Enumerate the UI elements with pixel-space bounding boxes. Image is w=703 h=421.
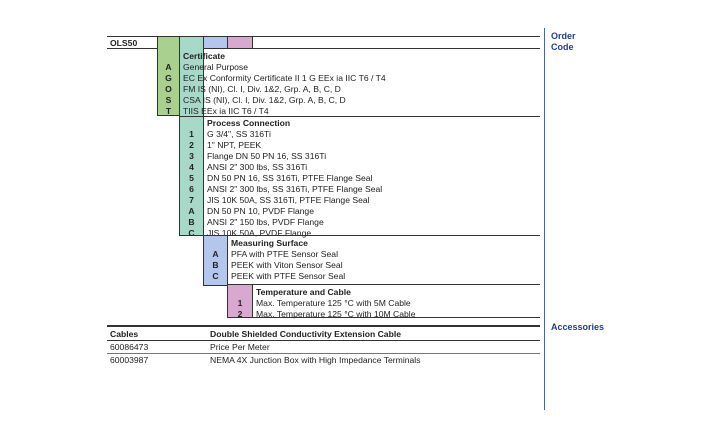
option-text: DN 50 PN 16, SS 316Ti, PTFE Flange Seal [207,173,373,183]
option-code: 2 [189,140,194,150]
divider [227,317,540,318]
option-code: 1 [237,298,243,308]
option-code: B [188,217,195,227]
section-title: Certificate [183,51,226,61]
accessory-code: 60086473 [110,342,149,352]
option-text: PEEK with PTFE Sensor Seal [231,271,346,281]
option-code: 4 [189,162,194,172]
option-text: FM IS (NI), Cl. I, Div. 1&2, Grp. A, B, … [183,84,341,94]
divider [107,36,540,37]
option-code: 6 [189,184,194,194]
option-code: A [188,206,195,216]
accessory-desc: Price Per Meter [210,342,270,352]
option-code: C [188,228,195,238]
option-code: G [165,73,172,83]
option-text: PEEK with Viton Sensor Seal [231,260,343,270]
option-code: C [212,271,219,281]
certificate-codes: A G O S T [157,62,180,117]
accessories-header-code: Cables [110,329,139,339]
option-text: 1" NPT, PEEK [207,140,262,150]
option-text: Max. Temperature 125 °C with 5M Cable [256,298,411,308]
surface-column-head [203,36,228,49]
option-code: A [165,62,172,72]
option-text: ANSI 2" 150 lbs, PVDF Flange [207,217,324,227]
divider [107,325,540,327]
option-text: Flange DN 50 PN 16, SS 316Ti [207,151,327,161]
option-code: 1 [189,129,194,139]
temperature-section: Temperature and Cable Max. Temperature 1… [256,287,415,320]
section-title: Temperature and Cable [256,287,351,297]
option-code: O [165,84,172,94]
surface-codes: A B C [203,249,228,282]
option-code: 2 [237,309,243,319]
process-column [179,36,204,236]
process-codes: 1 2 3 4 5 6 7 A B C [179,129,204,239]
divider [179,116,540,117]
accessories-label: Accessories [551,322,605,332]
option-text: EC Ex Conformity Certificate II 1 G EEx … [183,73,386,83]
option-text: CSA IS (NI), Cl. I, Div. 1&2, Grp. A, B,… [183,95,346,105]
divider [203,235,540,236]
side-divider [544,28,545,410]
option-text: JIS 10K 50A, SS 316Ti, PTFE Flange Seal [207,195,370,205]
temperature-codes: 1 2 [227,298,253,320]
option-code: 7 [189,195,194,205]
accessory-code: 60003987 [110,355,149,365]
divider [107,353,540,354]
section-title: Measuring Surface [231,238,308,248]
divider [227,284,540,285]
model-code: OLS50 [110,38,138,48]
option-code: 3 [189,151,194,161]
process-section: Process Connection G 3/4", SS 316Ti 1" N… [207,118,382,239]
temperature-column [227,284,253,318]
option-text: ANSI 2" 300 lbs, SS 316Ti, PTFE Flange S… [207,184,383,194]
option-text: TIIS EEx ia IIC T6 / T4 [183,106,269,116]
temperature-column-head [227,36,253,49]
option-code: 5 [189,173,194,183]
order-code-label: Order Code [551,31,576,52]
accessory-desc: NEMA 4X Junction Box with High Impedance… [210,355,421,365]
accessories-header-desc: Double Shielded Conductivity Extension C… [210,329,401,339]
option-text: General Purpose [183,62,248,72]
option-text: PFA with PTFE Sensor Seal [231,249,338,259]
option-code: B [212,260,219,270]
section-title: Process Connection [207,118,291,128]
divider [107,48,540,49]
option-code: T [165,106,172,116]
option-text: DN 50 PN 10, PVDF Flange [207,206,314,216]
certificate-section: Certificate General Purpose EC Ex Confor… [183,51,386,117]
option-text: ANSI 2" 300 lbs, SS 316Ti [207,162,308,172]
option-code: S [165,95,172,105]
option-text: JIS 10K 50A, PVDF Flange [207,228,312,238]
surface-section: Measuring Surface PFA with PTFE Sensor S… [231,238,345,282]
option-code: A [212,249,219,259]
option-text: Max. Temperature 125 °C with 10M Cable [256,309,416,319]
option-text: G 3/4", SS 316Ti [207,129,271,139]
divider [107,340,540,341]
